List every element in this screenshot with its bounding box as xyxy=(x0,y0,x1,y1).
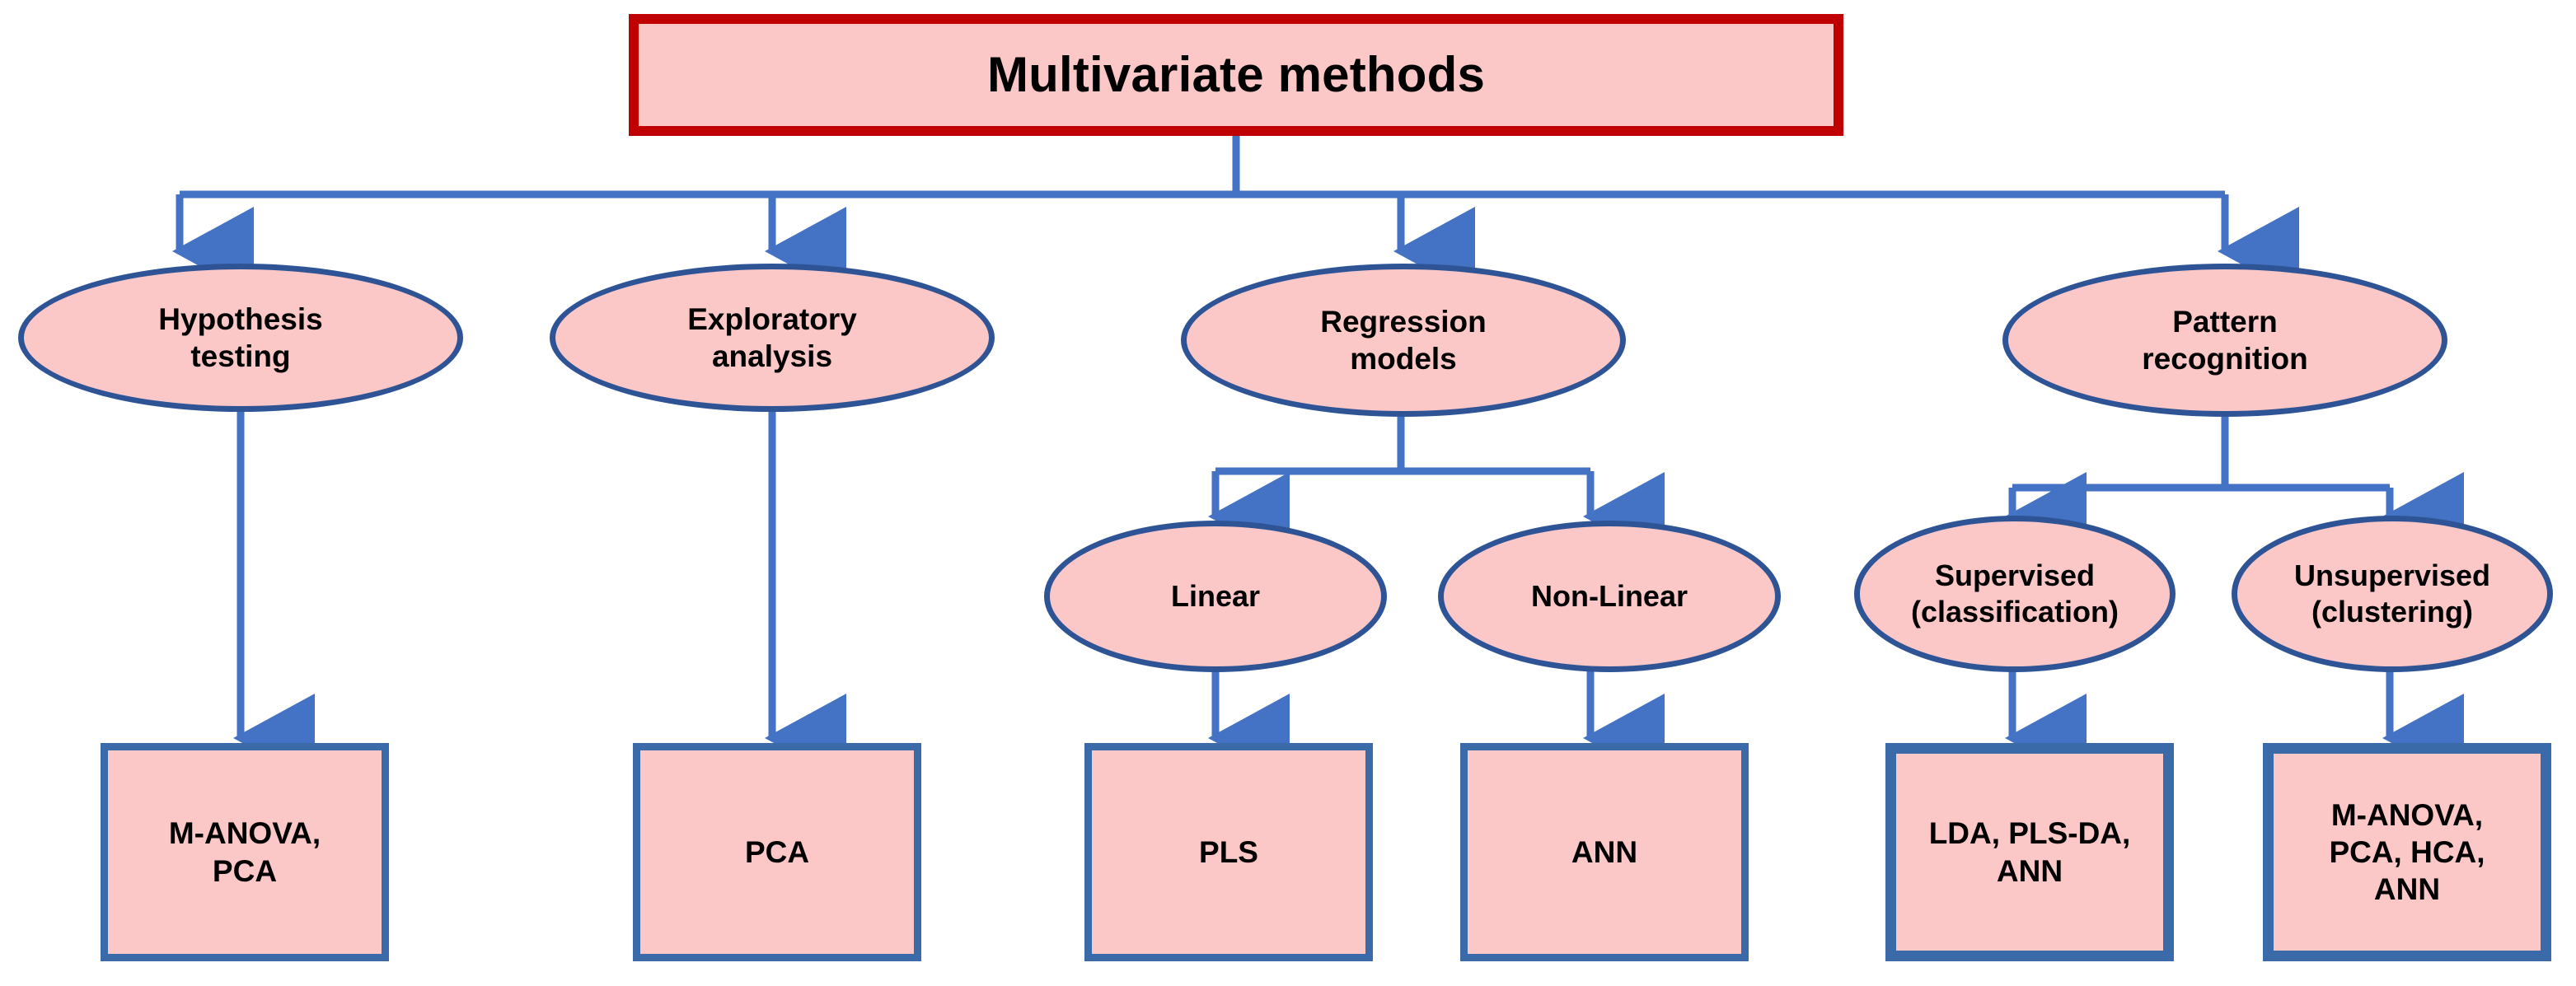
node-supervised[interactable]: Supervised (classification) xyxy=(1854,516,2176,672)
node-exploratory-analysis[interactable]: Exploratory analysis xyxy=(550,264,995,412)
node-multivariate-methods[interactable]: Multivariate methods xyxy=(629,14,1843,136)
node-non-linear[interactable]: Non-Linear xyxy=(1438,521,1781,672)
node-pattern-recognition[interactable]: Pattern recognition xyxy=(2002,264,2447,417)
node-unsupervised[interactable]: Unsupervised (clustering) xyxy=(2232,516,2553,672)
node-regression-models[interactable]: Regression models xyxy=(1181,264,1626,417)
node-hypothesis-testing[interactable]: Hypothesis testing xyxy=(18,264,463,412)
leaf-box-exploratory-methods[interactable]: PCA xyxy=(633,743,921,961)
leaf-box-unsupervised-methods[interactable]: M-ANOVA, PCA, HCA, ANN xyxy=(2263,743,2551,961)
node-linear[interactable]: Linear xyxy=(1044,521,1387,672)
leaf-box-nonlinear-methods[interactable]: ANN xyxy=(1460,743,1749,961)
leaf-box-hypothesis-methods[interactable]: M-ANOVA, PCA xyxy=(101,743,389,961)
leaf-box-linear-methods[interactable]: PLS xyxy=(1084,743,1373,961)
leaf-box-supervised-methods[interactable]: LDA, PLS-DA, ANN xyxy=(1885,743,2174,961)
